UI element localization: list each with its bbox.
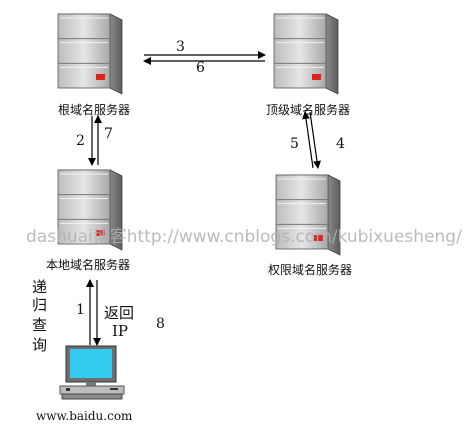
client-domain-label: www.baidu.com — [36, 409, 133, 423]
step-3-label: 3 — [176, 39, 185, 55]
recursive-char-2: 归 — [32, 296, 47, 314]
return-ip-line1: 返回 — [104, 304, 134, 322]
server-led — [96, 74, 105, 80]
server-icon-tld — [273, 13, 339, 95]
step-2-label: 2 — [76, 133, 85, 149]
server-icon-root — [57, 13, 123, 95]
recursive-char-3: 查 — [32, 316, 47, 334]
arrow-step-4 — [309, 111, 321, 169]
step-4-label: 4 — [336, 136, 345, 152]
server-led — [314, 235, 323, 241]
label-tld-server: 顶级域名服务器 — [266, 102, 350, 117]
label-local-server: 本地域名服务器 — [46, 257, 130, 272]
server-led — [96, 230, 105, 236]
step-7-label: 7 — [104, 126, 113, 142]
server-icon-auth — [275, 174, 341, 256]
recursive-char-4: 询 — [32, 336, 47, 354]
step-6-label: 6 — [196, 60, 205, 76]
server-led — [312, 74, 321, 80]
step-5-label: 5 — [290, 136, 299, 152]
return-ip-line2: IP — [112, 322, 128, 340]
step-1-label: 1 — [76, 302, 85, 318]
label-root-server: 根域名服务器 — [58, 102, 130, 117]
recursive-char-1: 递 — [32, 278, 47, 296]
server-icon-local — [57, 169, 123, 251]
arrow-step-5 — [302, 111, 314, 169]
computer-icon — [59, 345, 125, 400]
label-auth-server: 权限域名服务器 — [268, 262, 352, 277]
computer-screen — [70, 349, 112, 378]
watermark-text: dashuai博客http://www.cnblogs.com/kubixues… — [26, 227, 462, 247]
step-8-label: 8 — [156, 316, 165, 332]
